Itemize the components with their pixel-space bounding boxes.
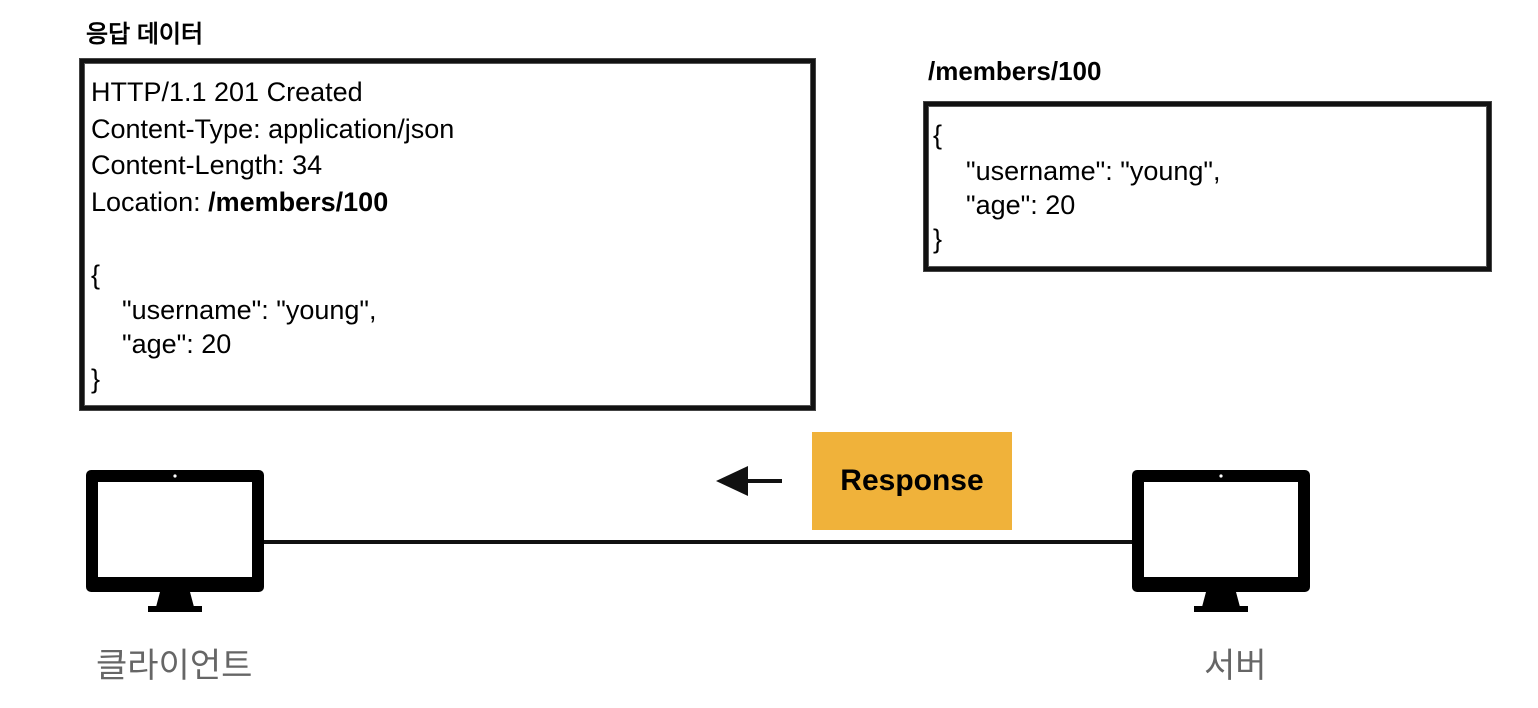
location-label: Location: <box>91 187 209 217</box>
server-caption: 서버 <box>1204 647 1267 685</box>
resource-close-brace: } <box>933 224 943 254</box>
server-computer-icon <box>1132 470 1310 612</box>
left-arrow-icon <box>716 466 782 496</box>
body-open-brace: { <box>91 260 101 290</box>
response-label: Response <box>840 464 984 497</box>
status-line: HTTP/1.1 201 Created <box>91 77 363 107</box>
client-computer-icon <box>86 470 264 612</box>
resource-username-line: "username": "young", <box>966 156 1221 186</box>
body-close-brace: } <box>91 364 101 394</box>
response-label-box: Response <box>812 432 1012 530</box>
body-username-line: "username": "young", <box>122 295 377 325</box>
response-data-title: 응답 데이터 <box>86 21 204 48</box>
location-value: /members/100 <box>208 187 389 217</box>
resource-age-line: "age": 20 <box>966 190 1076 220</box>
body-age-line: "age": 20 <box>122 329 232 359</box>
resource-box <box>924 102 1491 271</box>
resource-open-brace: { <box>933 120 943 150</box>
http-response-box <box>80 59 815 410</box>
content-type-header: Content-Type: application/json <box>91 114 455 144</box>
client-caption: 클라이언트 <box>96 647 253 685</box>
resource-path-title: /members/100 <box>928 56 1102 86</box>
location-header: Location: /members/100 <box>91 189 388 216</box>
content-length-header: Content-Length: 34 <box>91 150 323 180</box>
